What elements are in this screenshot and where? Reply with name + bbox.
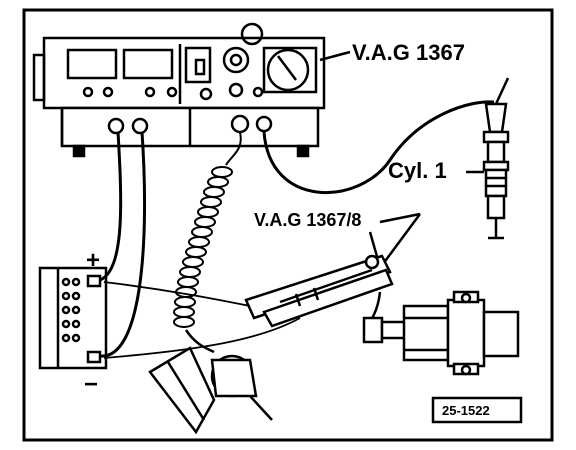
diagram-frame (22, 8, 554, 442)
battery-plus-label: + (86, 247, 100, 274)
battery-icon (38, 266, 108, 370)
inductive-clamp-icon (244, 254, 394, 328)
engine-tester-icon (32, 22, 326, 158)
distributor-icon (148, 329, 273, 435)
tester-leader (319, 50, 351, 62)
cylinder-label: Cyl. 1 (388, 158, 447, 183)
tester-label: V.A.G 1367 (352, 40, 465, 65)
coiled-cable (173, 131, 242, 328)
battery-minus-label: − (84, 371, 98, 398)
ground-wire (103, 317, 301, 359)
spark-plug-icon (482, 77, 510, 240)
battery-negative-cable (99, 131, 147, 358)
adapter-leader (379, 212, 421, 224)
spark-plug-cable (262, 100, 495, 194)
battery-positive-cable (99, 131, 123, 282)
ignition-coil-icon (362, 290, 520, 376)
figure-id: 25-1522 (442, 403, 490, 418)
adapter-label: V.A.G 1367/8 (254, 210, 361, 230)
clamp-wire (103, 281, 251, 307)
figure-id-box (431, 396, 523, 424)
